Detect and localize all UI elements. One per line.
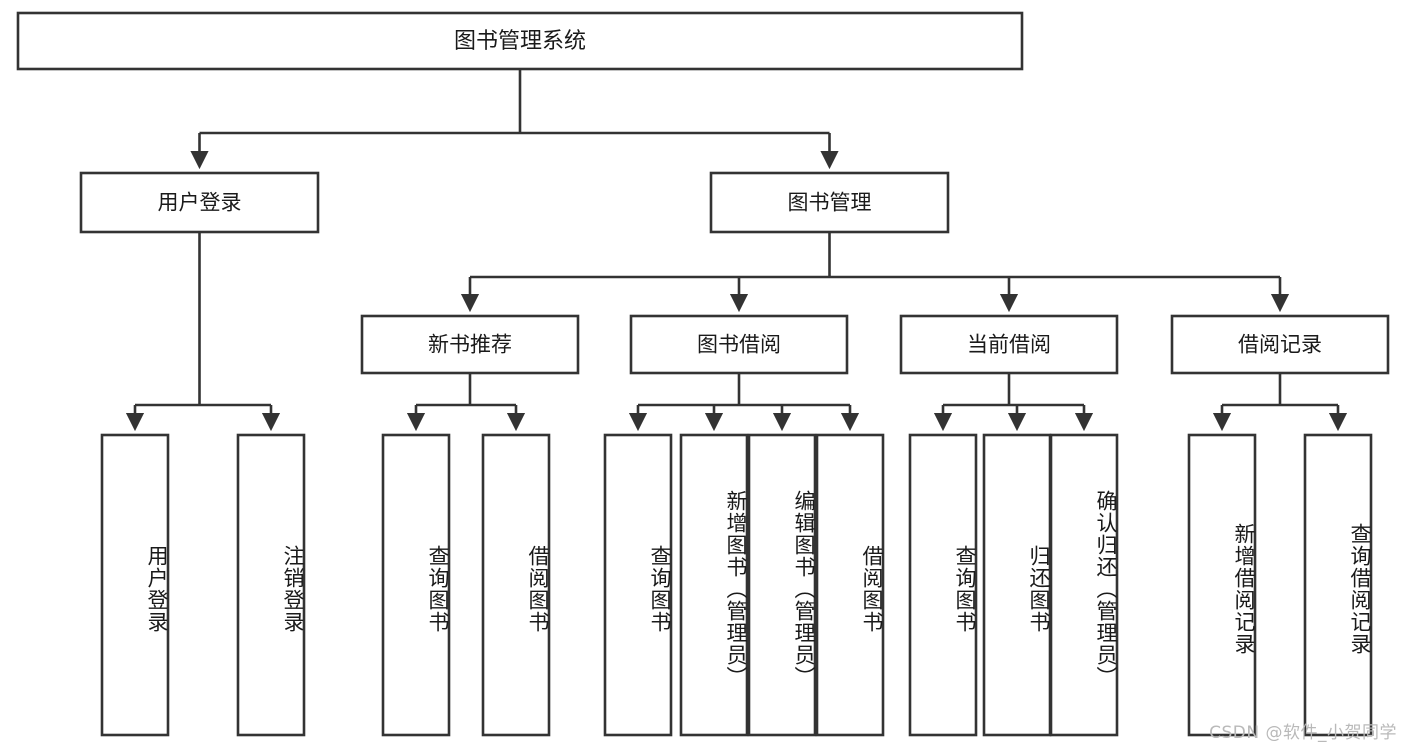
node-label-book-borrow: 图书借阅 <box>697 333 781 357</box>
node-label-book-manage: 图书管理 <box>788 191 872 215</box>
node-label-new-book-rec: 新书推荐 <box>428 333 512 357</box>
leaf-leaf-return-book[interactable] <box>982 433 1052 737</box>
node-borrow-record[interactable] <box>1170 314 1390 375</box>
connector-lines <box>125 69 1348 432</box>
node-label-root: 图书管理系统 <box>454 29 586 54</box>
leaf-leaf-add-book[interactable] <box>679 433 749 737</box>
node-new-book-rec[interactable] <box>360 314 580 375</box>
node-user-login[interactable] <box>79 171 320 234</box>
node-label-borrow-record: 借阅记录 <box>1238 333 1322 357</box>
leaf-leaf-borrow-book-1[interactable] <box>481 433 551 737</box>
leaf-leaf-query-record[interactable] <box>1303 433 1373 737</box>
leaf-leaf-query-book-3[interactable] <box>908 433 978 737</box>
node-book-manage[interactable] <box>709 171 950 234</box>
leaf-leaf-borrow-book-2[interactable] <box>815 433 885 737</box>
leaf-leaf-query-book-2[interactable] <box>603 433 673 737</box>
leaf-leaf-logout[interactable] <box>236 433 306 737</box>
node-current-borrow[interactable] <box>899 314 1119 375</box>
node-book-borrow[interactable] <box>629 314 849 375</box>
node-root[interactable] <box>16 11 1024 71</box>
watermark-text: CSDN @软件_小贺同学 <box>1209 723 1397 743</box>
leaf-leaf-add-record[interactable] <box>1187 433 1257 737</box>
leaf-leaf-query-book-1[interactable] <box>381 433 451 737</box>
leaf-leaf-user-login[interactable] <box>100 433 170 737</box>
leaf-leaf-edit-book[interactable] <box>747 433 817 737</box>
node-label-user-login: 用户登录 <box>158 191 242 215</box>
leaf-leaf-confirm-return[interactable] <box>1049 433 1119 737</box>
node-label-current-borrow: 当前借阅 <box>967 333 1051 357</box>
